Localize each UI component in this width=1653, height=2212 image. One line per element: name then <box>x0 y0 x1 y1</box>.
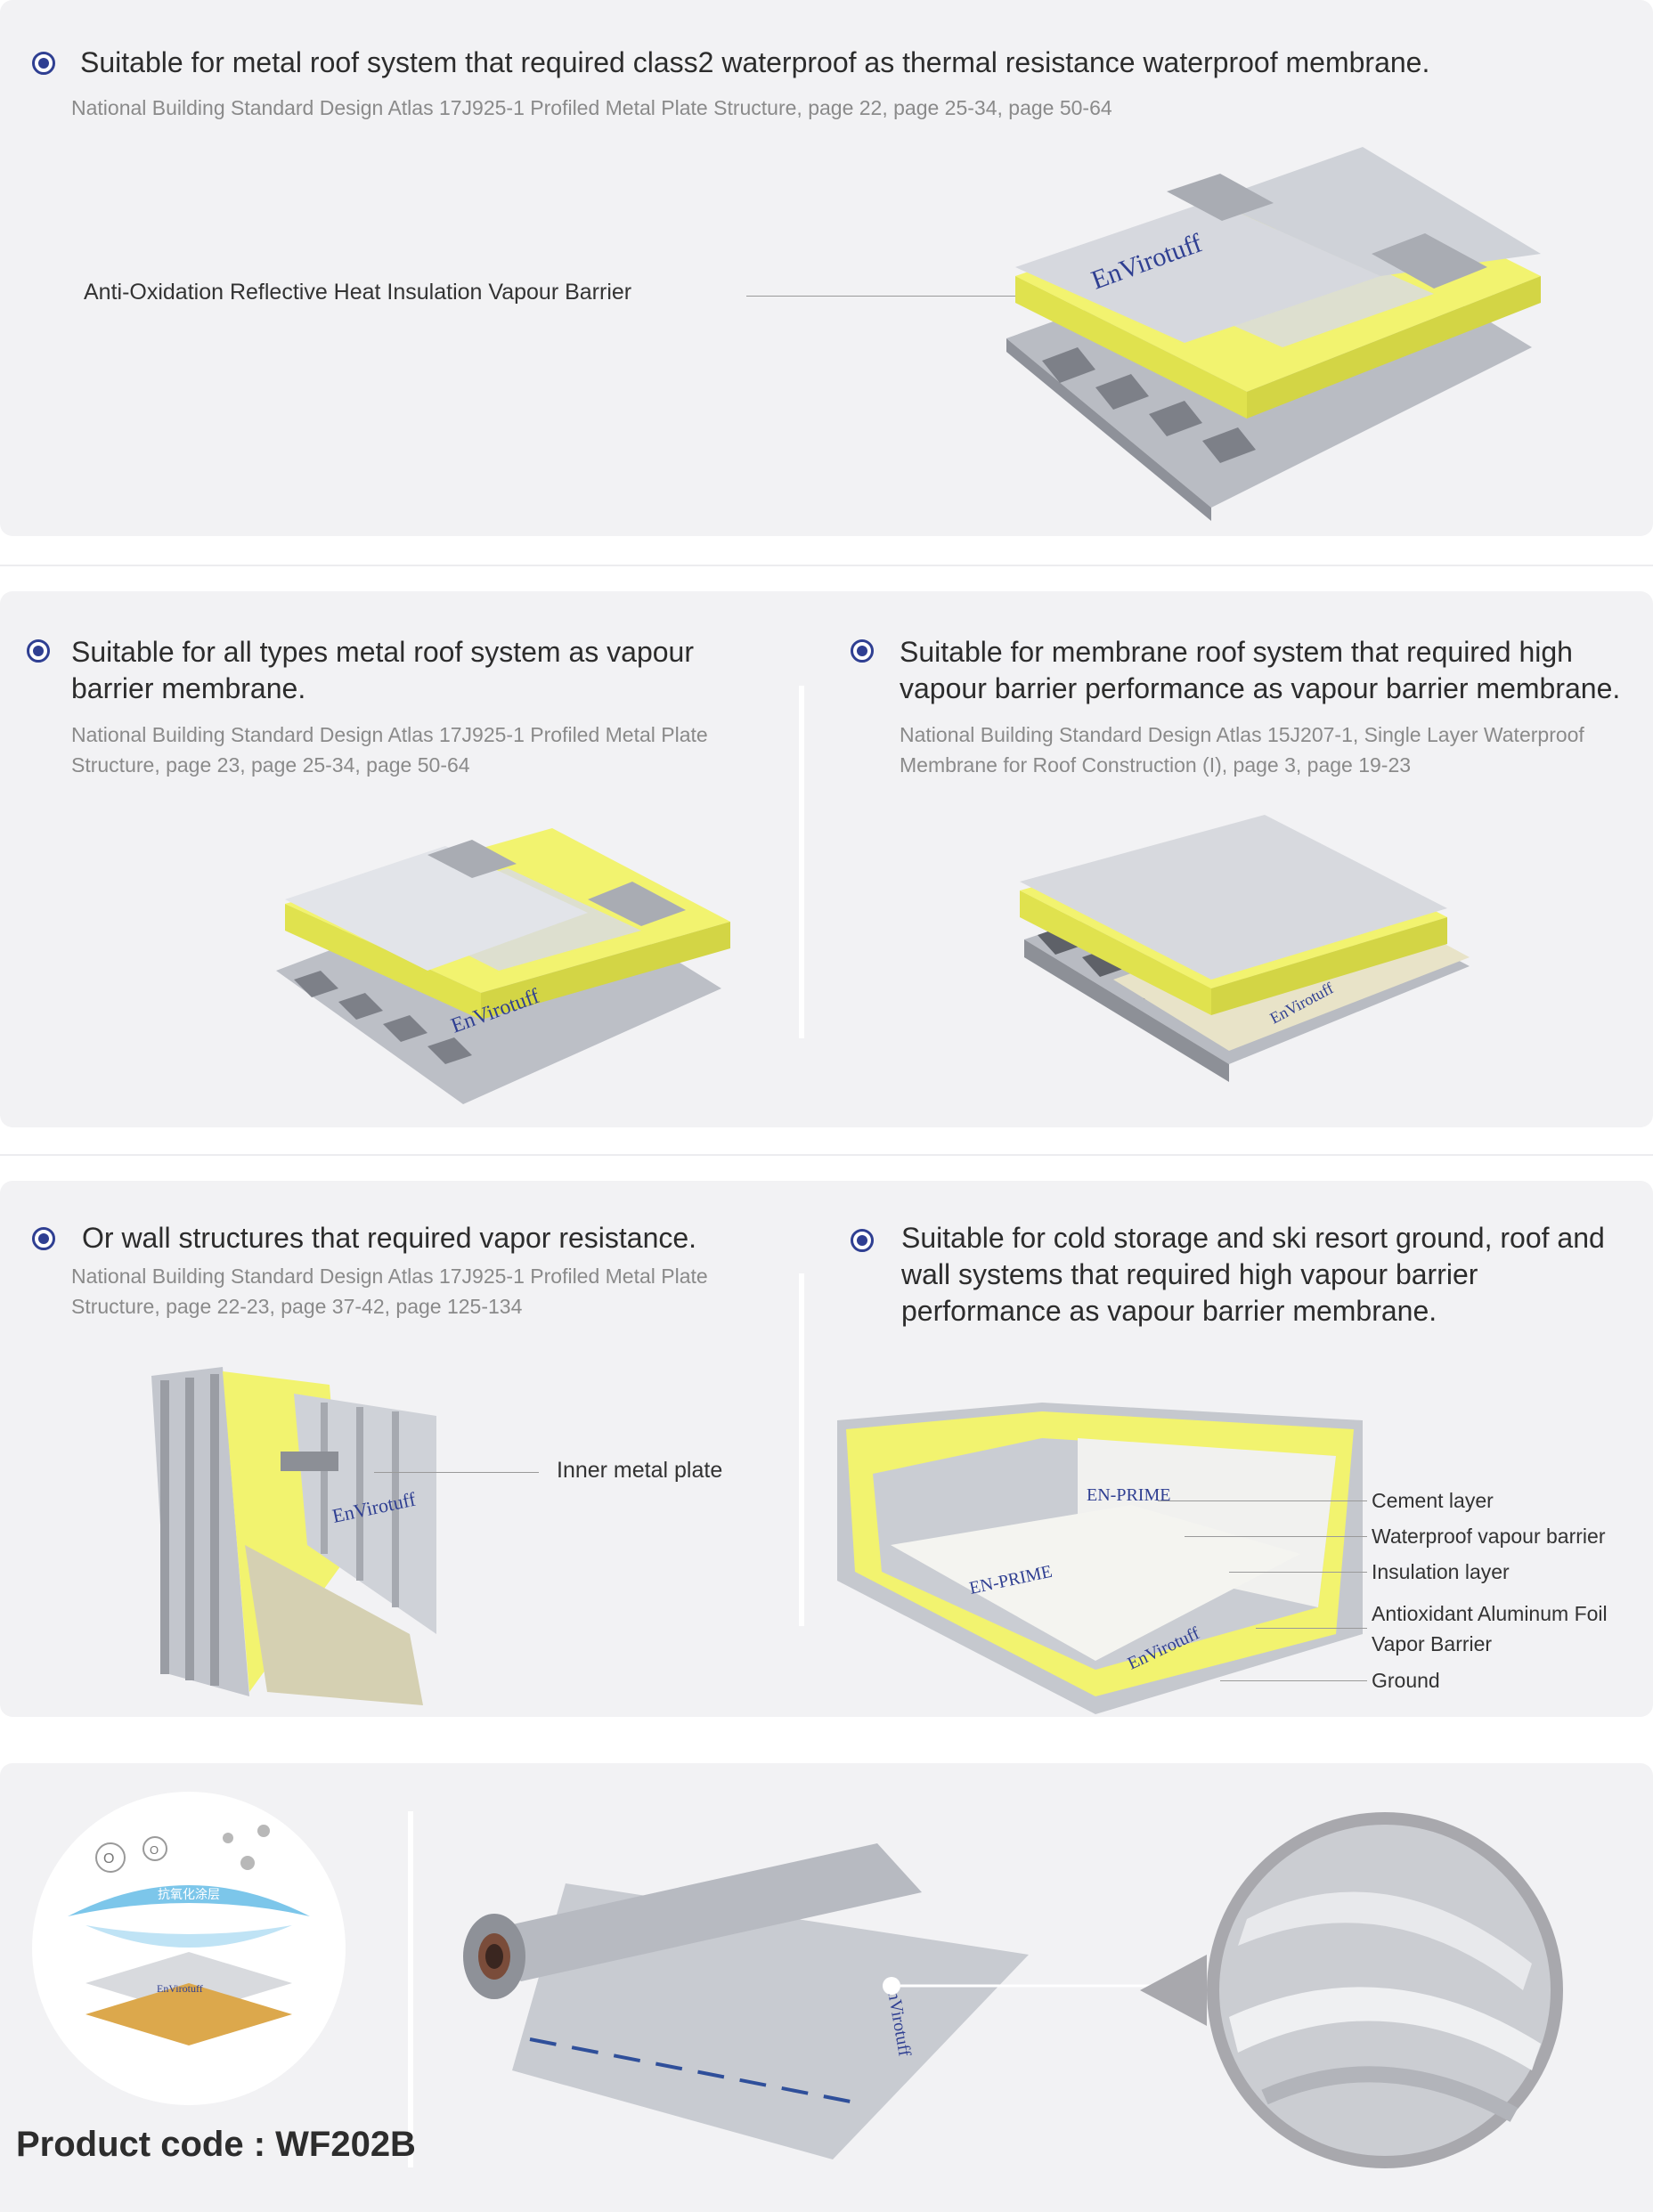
section-divider <box>0 1154 1653 1156</box>
membrane-roof-diagram: EnVirotuff <box>1020 815 1470 1082</box>
bullet-icon <box>27 639 50 663</box>
zoom-magnifier <box>1140 1812 1563 2168</box>
callout-leader-line <box>374 1472 539 1473</box>
section-4-vertical-separator <box>408 1811 413 2167</box>
outer-metal-plate <box>151 1367 249 1696</box>
svg-text:O: O <box>150 1843 159 1857</box>
foil-top-layer <box>285 840 686 971</box>
section-3-vertical-separator <box>799 1273 804 1626</box>
callout-leader-line <box>746 296 1049 297</box>
base-layer <box>86 1983 292 2045</box>
section-1-callout: Anti-Oxidation Reflective Heat Insulatio… <box>84 280 632 305</box>
floor-barrier <box>891 1505 1300 1661</box>
coating-illustration: O O 抗氧化涂层 （隔汽、隔热） EnVirotuff <box>32 1792 346 2105</box>
wall-structure-diagram: EnVirotuff <box>151 1367 436 1705</box>
oxygen-icon <box>95 1836 167 1873</box>
section-2-right-title: Suitable for membrane roof system that r… <box>900 636 1621 704</box>
foil-top-layer <box>1015 147 1541 343</box>
roll-body <box>476 1843 922 1981</box>
product-code: Product code : WF202B <box>16 2125 416 2164</box>
section-2-left-subtitle: National Building Standard Design Atlas … <box>71 723 708 777</box>
bullet-icon <box>32 1227 55 1250</box>
section-3-left-subtitle: National Building Standard Design Atlas … <box>71 1265 708 1318</box>
cold-storage-diagram: EN-PRIME EN-PRIME EnVirotuff <box>837 1403 1363 1714</box>
section-2-vertical-separator <box>799 686 804 1038</box>
vapour-barrier-layer <box>245 1452 423 1705</box>
brand-mark: EnVirotuff <box>157 1982 203 1995</box>
layer-label: Antioxidant Aluminum Foil Vapor Barrier <box>1372 1602 1608 1655</box>
layer-label: Ground <box>1372 1669 1440 1692</box>
svg-text:O: O <box>103 1851 114 1866</box>
water-drop-icon <box>223 1825 270 1870</box>
bullet-icon <box>32 52 55 75</box>
section-divider <box>0 565 1653 566</box>
legend-leader-line <box>1256 1628 1367 1629</box>
section-1-subtitle: National Building Standard Design Atlas … <box>71 96 1112 119</box>
metal-roof-diagram: EnVirotuff <box>1006 147 1541 521</box>
zoom-point <box>883 1977 900 1995</box>
bullet-icon <box>851 639 874 663</box>
legend-leader-line <box>1185 1536 1367 1537</box>
top-membrane-layer <box>1020 815 1447 980</box>
legend-leader-line <box>1229 1572 1367 1573</box>
section-2-panel <box>0 591 1653 1127</box>
vapour-barrier-roof-diagram: EnVirotuff <box>276 828 730 1104</box>
layer-label: Cement layer <box>1372 1489 1494 1512</box>
section-3-left-title: Or wall structures that required vapor r… <box>82 1222 697 1254</box>
coating-label: （隔汽、隔热） <box>148 1905 229 1918</box>
layer-label: Insulation layer <box>1372 1560 1510 1583</box>
section-1-title: Suitable for metal roof system that requ… <box>80 46 1430 78</box>
coating-label: 抗氧化涂层 <box>158 1888 220 1902</box>
section-3-left-callout: Inner metal plate <box>557 1458 723 1483</box>
foil-roll-illustration: EnVirotuff <box>463 1843 1162 2159</box>
section-2-left-title: Suitable for all types metal roof system… <box>71 636 694 704</box>
legend-leader-line <box>1220 1680 1367 1681</box>
section-2-right-subtitle: National Building Standard Design Atlas … <box>900 723 1584 777</box>
brand-mark-prime: EN-PRIME <box>1087 1485 1170 1505</box>
bullet-icon <box>851 1229 874 1252</box>
legend-leader-line <box>1158 1500 1367 1501</box>
layer-label: Waterproof vapour barrier <box>1372 1525 1606 1548</box>
protective-arc <box>68 1885 310 1916</box>
section-3-right-title: Suitable for cold storage and ski resort… <box>901 1222 1605 1327</box>
